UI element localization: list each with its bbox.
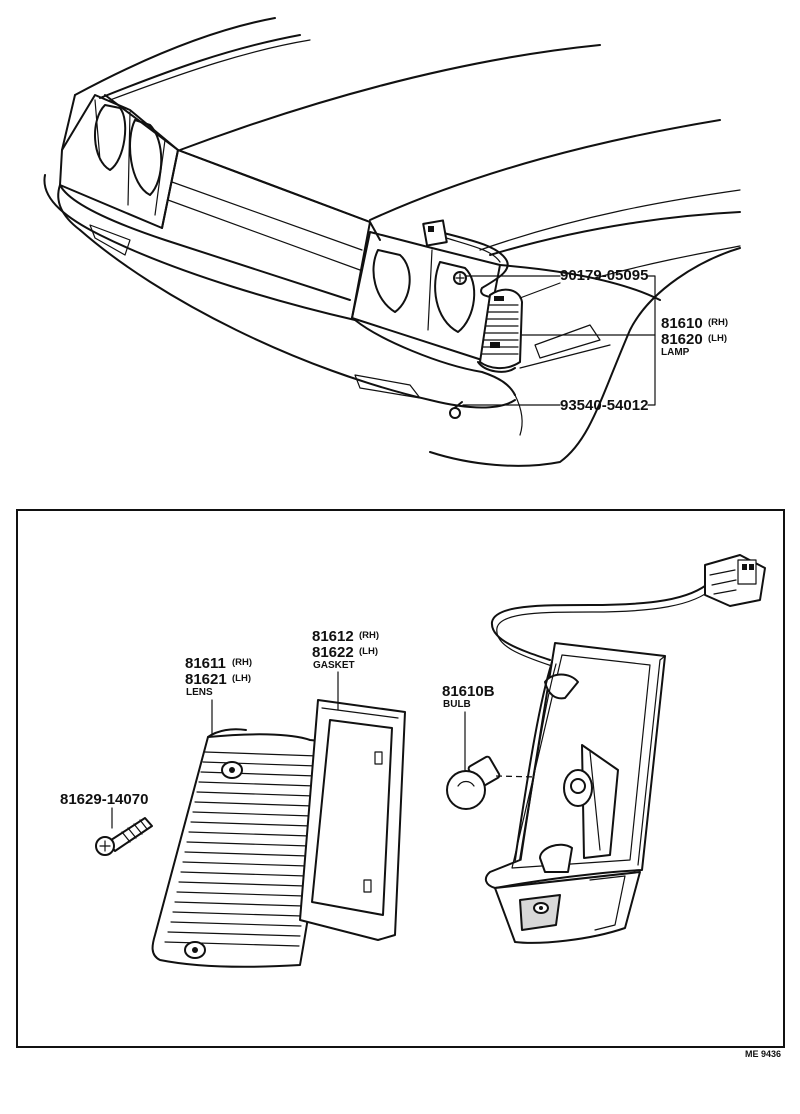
lens-rh-suffix: (RH) xyxy=(232,657,252,668)
gasket-name-label: GASKET xyxy=(313,660,355,671)
car-front-illustration xyxy=(43,17,741,467)
gasket-lh-suffix: (LH) xyxy=(359,646,378,657)
detail-frame xyxy=(16,509,785,1048)
gasket-rh-suffix: (RH) xyxy=(359,630,379,641)
diagram-code: ME 9436 xyxy=(745,1049,781,1059)
lamp-lh-suffix: (LH) xyxy=(708,333,727,344)
lamp-name-label: LAMP xyxy=(661,347,690,358)
lamp-rh-part-number: 81610 xyxy=(661,315,703,332)
bulb-illustration xyxy=(446,711,576,810)
lens-illustration xyxy=(151,699,331,968)
lens-screw-illustration xyxy=(95,807,153,856)
lamp-rh-suffix: (RH) xyxy=(708,317,728,328)
gasket-lh-part-number: 81622 xyxy=(312,644,354,661)
lens-name-label: LENS xyxy=(186,687,213,698)
lens-rh-part-number: 81611 xyxy=(185,655,226,672)
gasket-illustration xyxy=(299,671,406,941)
bolt-part-number: 90179-05095 xyxy=(560,267,648,284)
lens-lh-part-number: 81621 xyxy=(185,671,227,688)
bulb-part-number: 81610B xyxy=(442,683,495,700)
lamp-lh-part-number: 81620 xyxy=(661,331,703,348)
bulb-name-label: BULB xyxy=(443,699,471,710)
lens-lh-suffix: (LH) xyxy=(232,673,251,684)
lamp-housing-illustration xyxy=(484,554,766,944)
gasket-rh-part-number: 81612 xyxy=(312,628,354,645)
lens-screw-part-number: 81629-14070 xyxy=(60,791,148,808)
screw-part-number-top: 93540-54012 xyxy=(560,397,648,414)
